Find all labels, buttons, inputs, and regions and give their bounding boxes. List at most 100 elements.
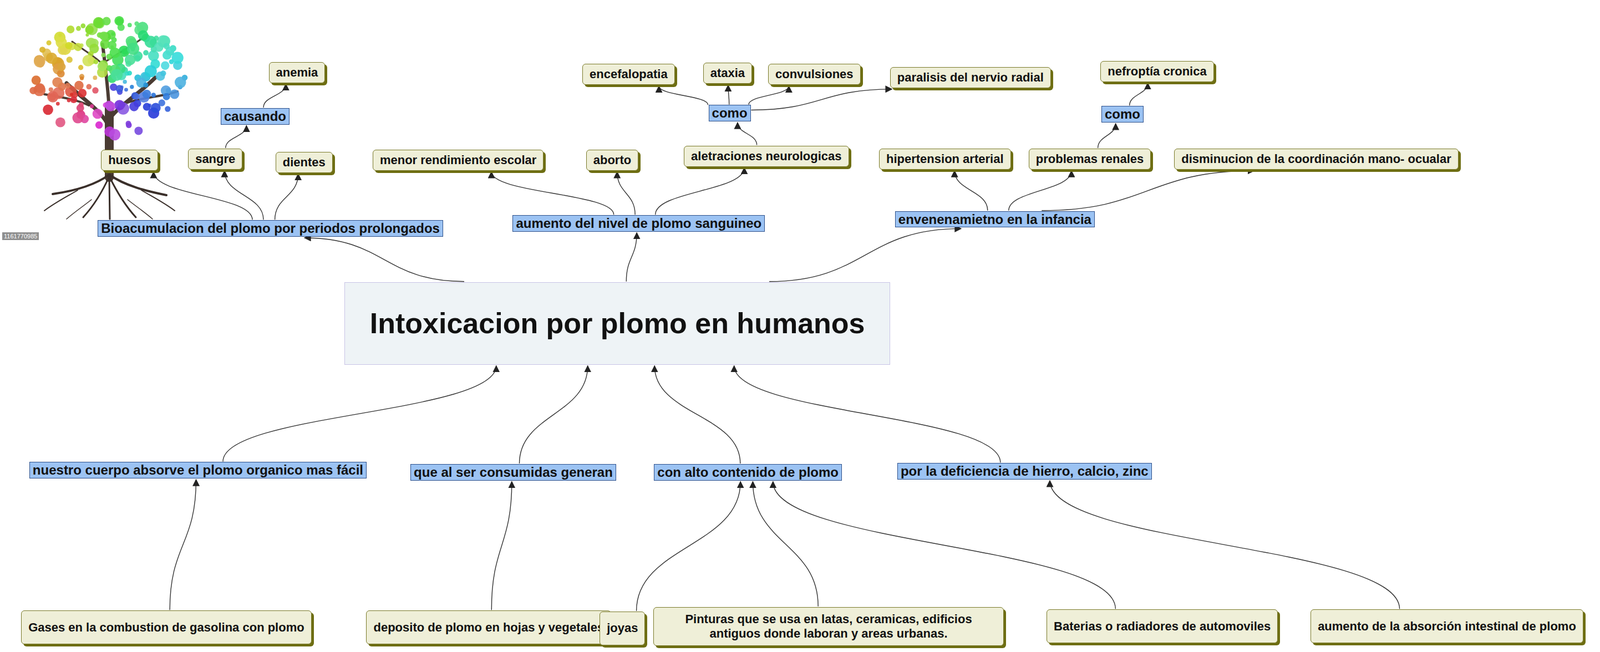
canopy-dot [169, 89, 180, 99]
concept-box: nefroptía cronica [1100, 61, 1214, 83]
canopy-dot [160, 61, 170, 70]
connector-arrow [263, 84, 286, 108]
canopy-dot [129, 84, 134, 89]
connector-arrow [153, 171, 253, 220]
connector-arrow [225, 125, 247, 149]
central-topic: Intoxicacion por plomo en humanos [344, 282, 891, 365]
node-text: ataxia [710, 65, 745, 81]
node-text: hipertension arterial [886, 151, 1004, 167]
canopy-dot [124, 87, 129, 92]
canopy-dot [70, 96, 78, 104]
concept-box: dientes [275, 151, 333, 174]
canopy-dot [99, 31, 109, 41]
canopy-dot [79, 76, 84, 81]
connector-arrow [491, 171, 614, 215]
node-text: aborto [593, 153, 632, 168]
node-text: nefroptía cronica [1107, 64, 1207, 79]
concept-box: aborto [586, 149, 639, 171]
concept-box: sangre [188, 148, 243, 170]
linking-phrase: envenenamietno en la infancia [895, 211, 1095, 228]
connector-arrow [491, 481, 512, 611]
canopy-dot [52, 77, 63, 88]
canopy-dot [31, 75, 42, 85]
canopy-dot [118, 100, 126, 109]
canopy-dot [127, 22, 132, 28]
node-text: joyas [606, 621, 638, 636]
canopy-dot [171, 52, 184, 64]
canopy-dot [85, 84, 92, 90]
node-text: envenenamietno en la infancia [898, 211, 1092, 228]
canopy-dot [97, 61, 108, 71]
canopy-dot [86, 25, 93, 32]
canopy-dot [75, 26, 81, 32]
canopy-dot [73, 43, 83, 52]
canopy-dot [93, 17, 105, 29]
concept-box: Pinturas que se usa en latas, ceramicas,… [653, 607, 1005, 647]
node-text: dientes [282, 155, 326, 170]
linking-phrase: como [1101, 105, 1144, 123]
canopy-dot [82, 54, 94, 67]
tree-roots [44, 174, 175, 220]
connector-arrow [224, 170, 264, 220]
canopy-dot [142, 89, 152, 99]
node-text: como [1104, 106, 1141, 123]
canopy-dot [134, 126, 143, 135]
canopy-dot [150, 103, 161, 114]
node-text: que al ser consumidas generan [413, 464, 613, 481]
node-text: Pinturas que se usa en latas, ceramicas,… [660, 612, 998, 642]
connector-arrow [275, 174, 299, 221]
linking-phrase: nuestro cuerpo absorve el plomo organico… [29, 461, 367, 479]
concept-box: encefalopatia [582, 63, 675, 85]
node-text: problemas renales [1035, 151, 1144, 167]
connector-arrow [751, 89, 893, 111]
canopy-dot [127, 70, 132, 76]
canopy-dot [33, 56, 46, 68]
canopy-dot [160, 70, 166, 76]
node-text: aumento de la absorción intestinal de pl… [1317, 619, 1577, 634]
canopy-dot [85, 33, 89, 37]
canopy-dot [174, 76, 187, 89]
canopy-dot [107, 41, 117, 50]
canopy-dot [124, 54, 136, 66]
connector-arrow [748, 85, 789, 105]
canopy-dot [46, 52, 58, 64]
canopy-dot [108, 129, 121, 141]
canopy-dot [42, 104, 54, 115]
canopy-dot [80, 23, 86, 29]
canopy-dot [163, 43, 170, 50]
canopy-dot [129, 101, 139, 111]
connector-arrow [655, 168, 745, 216]
canopy-dot [66, 25, 75, 34]
canopy-dot [127, 42, 140, 55]
connector-arrow [519, 366, 588, 464]
concept-box: huesos [100, 149, 159, 171]
connector-arrow [769, 228, 962, 282]
canopy-dot [74, 80, 84, 91]
node-text: Baterias o radiadores de automoviles [1053, 619, 1271, 634]
node-text: disminucion de la coordinación mano- ocu… [1181, 151, 1452, 167]
connector-arrow [1098, 123, 1116, 149]
concept-box: problemas renales [1028, 148, 1151, 170]
canopy-dot [110, 68, 123, 81]
node-text: paralisis del nervio radial [897, 70, 1044, 85]
canopy-dot [66, 56, 73, 63]
canopy-dot [78, 88, 87, 98]
canopy-dot [143, 103, 151, 111]
canopy-dot [64, 42, 73, 50]
node-text: aletraciones neurologicas [691, 149, 842, 164]
canopy-dot [143, 82, 149, 88]
connector-arrow [654, 366, 741, 464]
tree-canopy [29, 16, 188, 141]
connector-arrow [169, 479, 196, 611]
canopy-dot [92, 87, 99, 94]
canopy-dot [163, 93, 171, 101]
canopy-dot [92, 108, 103, 119]
connector-arrow [737, 122, 758, 145]
canopy-dot [39, 46, 46, 53]
canopy-dot [110, 32, 115, 37]
canopy-dot [29, 87, 37, 95]
node-text: por la deficiencia de hierro, calcio, zi… [900, 463, 1149, 480]
node-text: nuestro cuerpo absorve el plomo organico… [32, 462, 364, 479]
canopy-dot [92, 75, 98, 80]
tree-trunk [44, 38, 178, 178]
